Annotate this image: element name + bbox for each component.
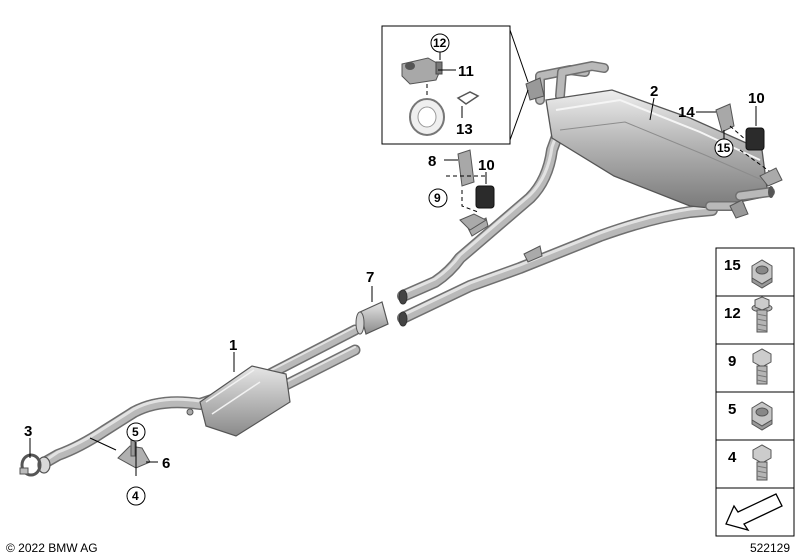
callout-8: 8 bbox=[428, 153, 436, 170]
front-pipe-assembly bbox=[37, 324, 361, 474]
legend-num-2: 9 bbox=[728, 353, 736, 370]
flange-bolt-icon bbox=[751, 296, 773, 333]
legend-num-1: 12 bbox=[724, 305, 741, 322]
rear-muffler bbox=[525, 61, 775, 219]
callout-15: 15 bbox=[717, 141, 731, 155]
callout-12: 12 bbox=[433, 36, 447, 50]
legend-num-4: 4 bbox=[728, 449, 737, 466]
callout-3: 3 bbox=[24, 423, 32, 440]
legend-num-0: 15 bbox=[724, 257, 741, 274]
callout-6: 6 bbox=[162, 455, 170, 472]
hex-nut-icon bbox=[751, 401, 773, 431]
callout-13: 13 bbox=[456, 121, 473, 138]
rubber-mount bbox=[475, 185, 495, 209]
rear-pipes bbox=[397, 122, 718, 327]
copyright-text: © 2022 BMW AG bbox=[6, 541, 98, 555]
rear-hanger-assembly bbox=[446, 149, 495, 231]
direction-arrow-icon bbox=[725, 493, 783, 532]
callout-1: 1 bbox=[229, 337, 237, 354]
callout-10a: 10 bbox=[478, 157, 495, 174]
pipe-clamp bbox=[19, 453, 42, 477]
hex-bolt-icon bbox=[752, 348, 772, 385]
detail-inset bbox=[381, 25, 529, 145]
leader-lines bbox=[29, 52, 757, 476]
callout-4: 4 bbox=[132, 489, 139, 503]
clamp-sleeve bbox=[355, 301, 389, 335]
rubber-mount-right bbox=[745, 127, 765, 151]
callout-5: 5 bbox=[132, 425, 139, 439]
fastener-legend: 15 12 9 5 4 bbox=[715, 247, 795, 537]
callout-14: 14 bbox=[678, 104, 695, 121]
rear-right-hanger-assembly bbox=[715, 103, 783, 187]
hex-bolt-icon bbox=[752, 444, 772, 481]
callout-11: 11 bbox=[458, 63, 474, 80]
callout-10b: 10 bbox=[748, 90, 765, 107]
callout-9: 9 bbox=[434, 191, 441, 205]
hex-nut-icon bbox=[751, 259, 773, 289]
legend-num-3: 5 bbox=[728, 401, 736, 418]
center-silencer bbox=[199, 365, 291, 437]
callout-labels: 1 2 3 6 7 8 10 10 11 13 14 5 4 9 12 15 bbox=[24, 33, 765, 506]
callout-2: 2 bbox=[650, 83, 658, 100]
front-pipe-end bbox=[37, 456, 51, 474]
mounting-bracket-front bbox=[117, 439, 151, 469]
callout-7: 7 bbox=[366, 269, 374, 286]
diagram-id-text: 522129 bbox=[749, 541, 790, 555]
